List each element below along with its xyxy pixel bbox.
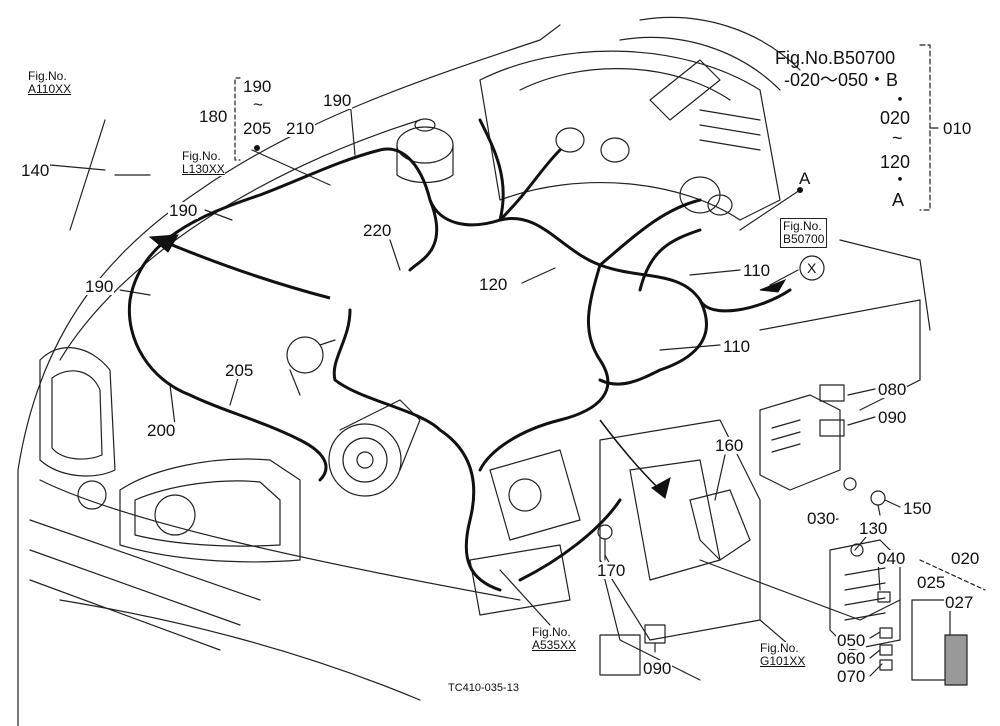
horn <box>286 336 336 396</box>
callout-025: 025 <box>916 573 947 592</box>
fig-ref-g101xx[interactable]: Fig.No. G101XX <box>760 641 806 668</box>
left-headlight <box>39 347 116 510</box>
fuse-box <box>829 539 901 651</box>
wiring-harness <box>127 118 792 592</box>
callout-190-top: 190 <box>322 91 353 110</box>
callout-060: 060 <box>836 649 867 668</box>
callout-020: 020 <box>950 549 981 568</box>
callout-210: 210 <box>285 119 316 138</box>
callout-190-side: 190 <box>84 277 115 296</box>
header-020: 020 <box>880 108 911 128</box>
dashboard <box>479 16 801 221</box>
fig-ref-b50700-code: B50700 <box>783 232 825 246</box>
callout-205: 205 <box>224 361 255 380</box>
fig-ref-l130xx-code: L130XX <box>182 162 225 176</box>
header-120: 120 <box>880 152 911 172</box>
x-callout-circle <box>799 255 825 281</box>
hood-outline <box>17 24 561 471</box>
fig-ref-a535xx-label: Fig.No. <box>532 625 571 639</box>
range-top-190: 190 <box>242 77 273 96</box>
callout-160: 160 <box>714 436 745 455</box>
callout-170: 170 <box>596 561 627 580</box>
callout-110-lower: 110 <box>722 337 752 356</box>
callout-040: 040 <box>876 549 907 568</box>
callout-140: 140 <box>20 161 51 180</box>
header-tilde: ~ <box>892 128 903 148</box>
callout-200: 200 <box>146 421 177 440</box>
fig-ref-g101xx-label: Fig.No. <box>760 641 799 655</box>
radiator-cap <box>396 118 454 184</box>
fig-ref-b50700[interactable]: Fig.No. B50700 <box>780 218 828 248</box>
alternator <box>328 399 421 497</box>
fig-ref-a110xx[interactable]: Fig.No. A110XX <box>28 69 72 96</box>
callout-letter-x: X <box>807 260 817 276</box>
callout-190-left: 190 <box>168 201 199 220</box>
callout-150: 150 <box>902 499 933 518</box>
relay-block <box>759 394 841 491</box>
callout-130: 130 <box>858 519 889 538</box>
callout-letter-a: A <box>798 169 812 188</box>
callout-080: 080 <box>877 380 908 399</box>
header-dot-2: ・ <box>891 170 909 190</box>
callout-110-upper: 110 <box>742 261 772 280</box>
callout-120: 120 <box>478 275 509 294</box>
range-bottom-205: 205 <box>242 119 273 138</box>
callout-070: 070 <box>836 667 867 686</box>
header-dot-1: ・ <box>891 90 909 110</box>
header-fig-line2: -020～050・B <box>784 70 899 90</box>
callout-090-upper: 090 <box>877 408 908 427</box>
callout-027: 027 <box>944 593 975 612</box>
fig-ref-a535xx[interactable]: Fig.No. A535XX <box>532 625 577 652</box>
header-fig-ref: Fig.No.B50700 <box>775 48 895 68</box>
direction-arrows <box>148 234 787 499</box>
range-tilde: ~ <box>252 95 264 114</box>
starter <box>469 449 581 616</box>
drawing-code: TC410-035-13 <box>448 682 519 694</box>
fig-ref-b50700-label: Fig.No. <box>783 219 822 233</box>
fig-ref-l130xx-label: Fig.No. <box>182 149 221 163</box>
callout-220: 220 <box>362 221 393 240</box>
callout-030: 030 <box>806 509 837 528</box>
fig-ref-g101xx-code: G101XX <box>760 654 806 668</box>
fig-ref-a535xx-code: A535XX <box>532 638 577 652</box>
header-fig-line1: Fig.No.B50700 <box>775 48 896 68</box>
fig-ref-a110xx-label: Fig.No. <box>28 69 67 83</box>
callout-180: 180 <box>198 107 229 126</box>
fig-ref-a110xx-code: A110XX <box>28 82 72 96</box>
right-headlight <box>119 458 301 563</box>
callout-050: 050 <box>836 631 867 650</box>
callout-090-lower: 090 <box>642 659 673 678</box>
callout-010: 010 <box>942 119 973 138</box>
header-fig-ref-range: -020～050・B <box>784 70 898 90</box>
fig-ref-l130xx[interactable]: Fig.No. L130XX <box>182 150 225 176</box>
header-letter-a: A <box>892 190 905 210</box>
